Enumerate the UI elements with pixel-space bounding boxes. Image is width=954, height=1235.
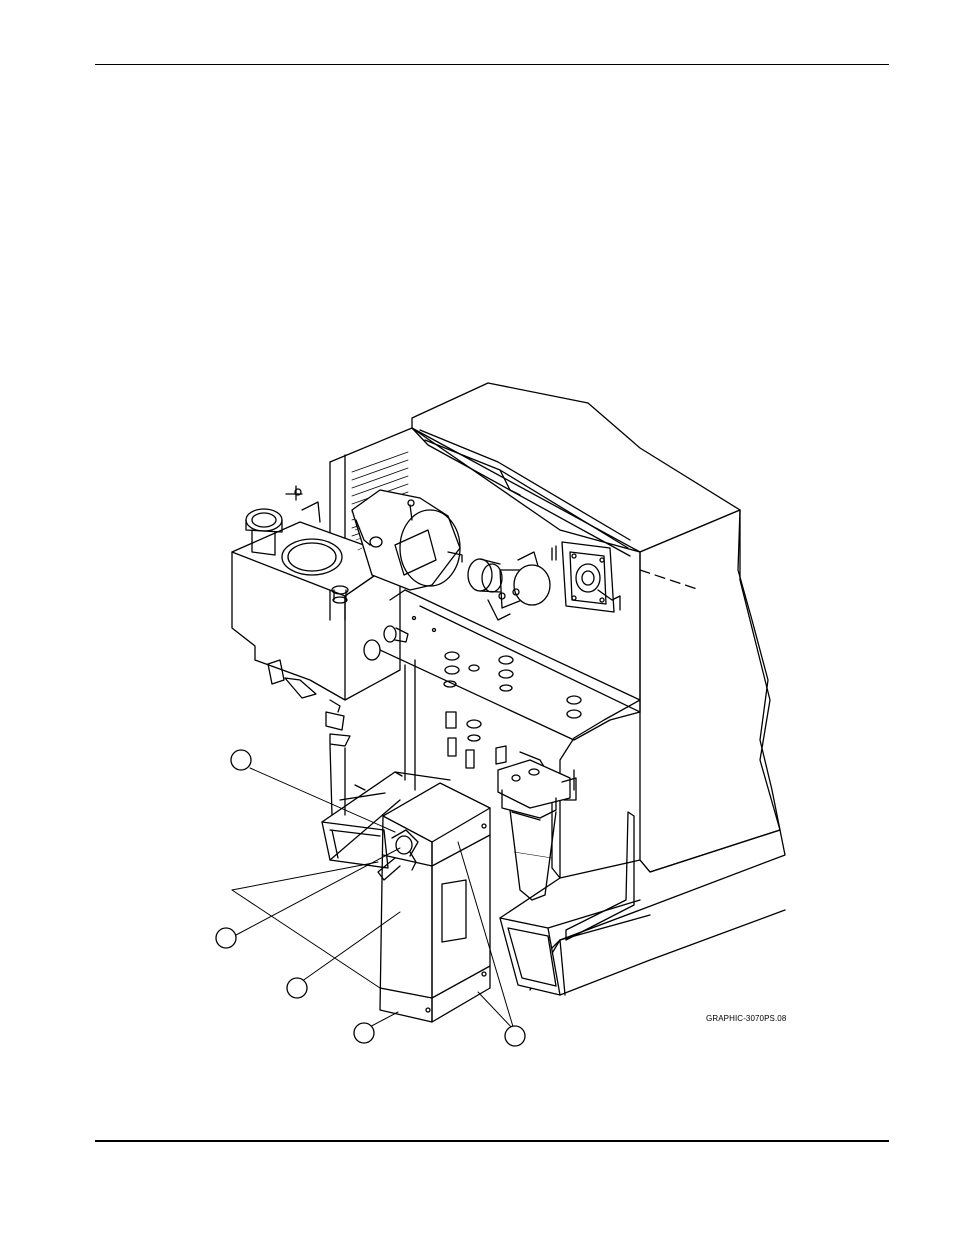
electric-motor xyxy=(352,490,462,590)
filter-bowl xyxy=(498,760,576,900)
header-rule xyxy=(95,64,889,65)
control-box xyxy=(378,783,490,1022)
shelf-fittings xyxy=(413,617,582,769)
callout-circle-3 xyxy=(287,978,307,998)
callout-circle-4 xyxy=(354,1023,374,1043)
callout-circle-5 xyxy=(505,1026,525,1046)
pump-assembly xyxy=(468,552,550,620)
cabinet-frame xyxy=(322,383,785,995)
callout-circle-1 xyxy=(231,750,251,770)
flange-plate xyxy=(552,542,700,612)
callout-circles xyxy=(216,750,525,1046)
reservoir-tank xyxy=(232,486,408,815)
callout-leaders xyxy=(232,768,514,1030)
callout-circle-2 xyxy=(216,928,236,948)
footer-rule xyxy=(95,1140,889,1142)
graphic-id-label: GRAPHIC-3070PS.08 xyxy=(706,1014,787,1023)
